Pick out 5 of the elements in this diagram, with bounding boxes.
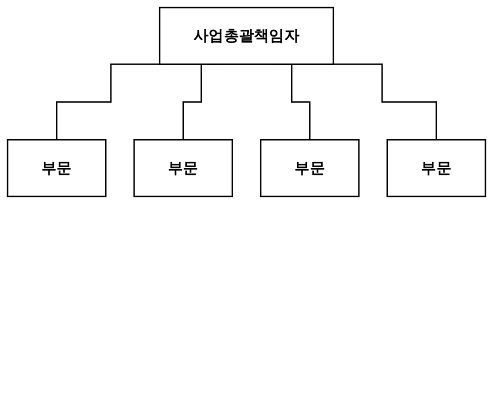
node-box: 부문 [260, 139, 360, 198]
node-box: 사업총괄책임자 [158, 6, 334, 65]
node-box: 부문 [6, 139, 106, 198]
node-box: 부문 [386, 139, 486, 198]
node-box: 부문 [133, 139, 234, 198]
